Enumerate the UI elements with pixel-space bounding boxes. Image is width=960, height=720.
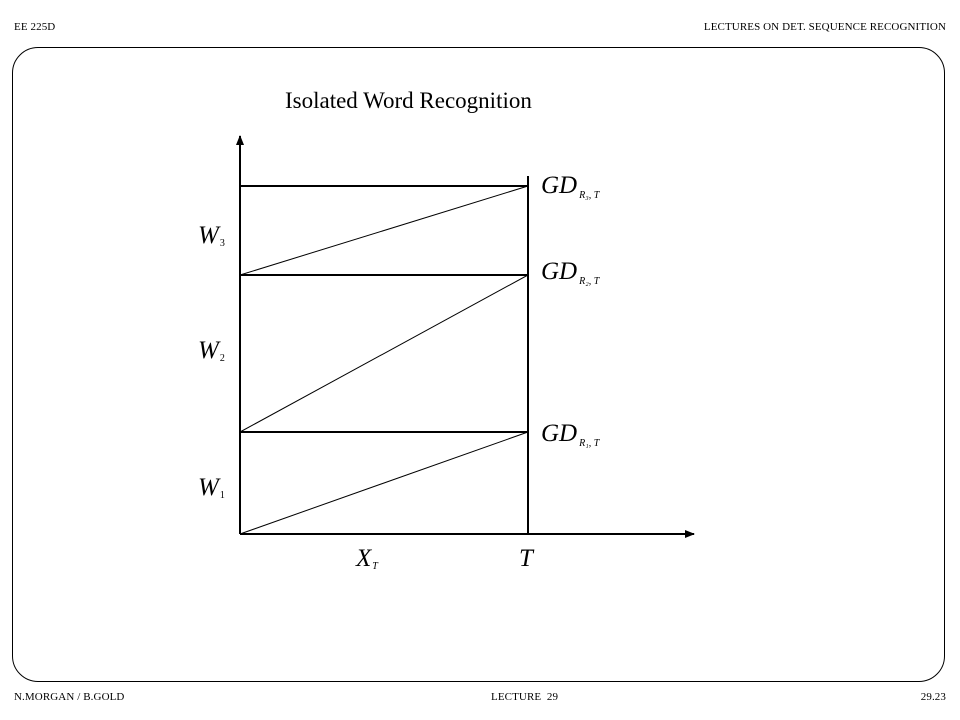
slide-footer-authors: N.MORGAN / B.GOLD — [14, 691, 125, 703]
x-axis-label-t: T — [519, 545, 535, 572]
warp-path-word-1 — [239, 431, 529, 535]
word-label-w1: W1 — [198, 474, 225, 501]
slide-footer-page-number: 29.23 — [920, 691, 946, 703]
diagram-title: Isolated Word Recognition — [285, 88, 532, 113]
warp-path-word-2 — [239, 274, 529, 433]
warp-path-word-3 — [239, 185, 529, 276]
slide-header-course: EE 225D — [14, 21, 56, 33]
word-label-w2: W2 — [198, 337, 225, 364]
word-label-w3: W3 — [198, 222, 225, 249]
x-axis-label-xt: XT — [355, 545, 379, 572]
slide-header-topic: LECTURES ON DET. SEQUENCE RECOGNITION — [703, 21, 946, 33]
slide-frame — [12, 47, 945, 682]
slide-footer-lecture: LECTURE 29 — [491, 691, 559, 703]
